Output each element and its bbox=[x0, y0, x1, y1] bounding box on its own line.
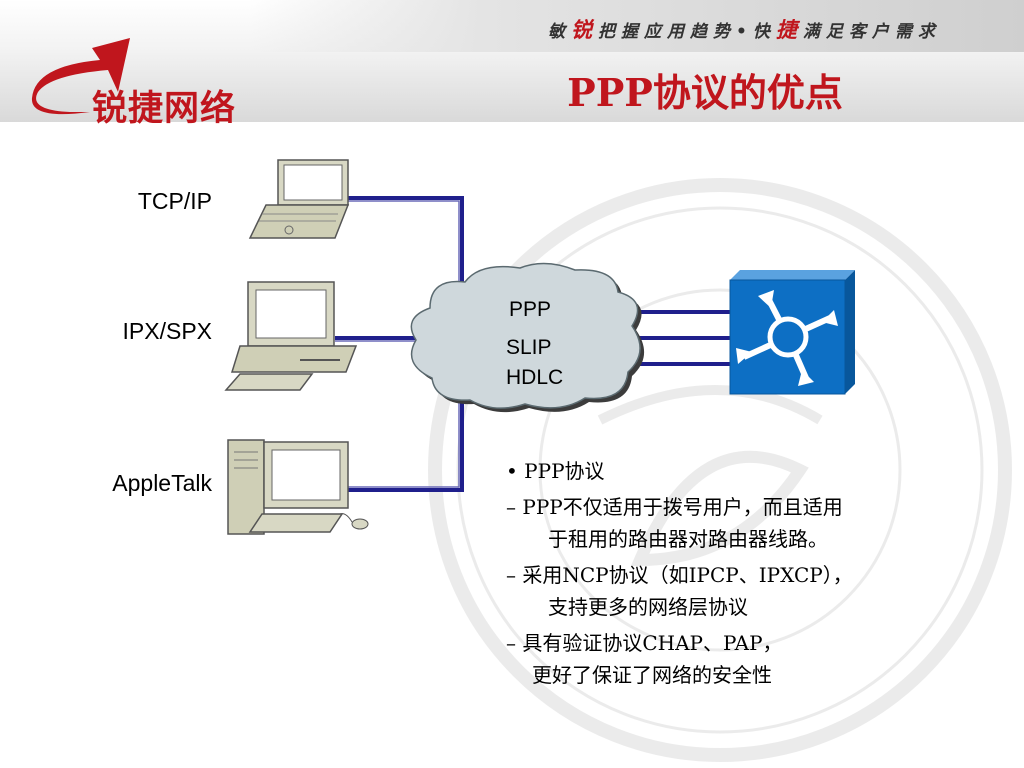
bullet-list: • PPP协议 – PPP不仅适用于拨号用户，而且适用 于租用的路由器对路由器线… bbox=[506, 455, 996, 691]
header-stripe bbox=[250, 0, 1024, 52]
layer3-switch-icon bbox=[729, 270, 855, 395]
logo-text: 锐捷网络 bbox=[92, 89, 237, 129]
bullet-item3-line2: 更好了保证了网络的安全性 bbox=[532, 663, 772, 687]
page-title: PPP协议的优点 bbox=[567, 70, 843, 115]
label-appletalk: AppleTalk bbox=[112, 470, 212, 496]
tower-computer-icon bbox=[227, 439, 369, 535]
bullet-item2-line2: 支持更多的网络层协议 bbox=[548, 595, 748, 619]
slogan-text-2: 把握应用趋势•快 bbox=[598, 22, 776, 42]
cloud-label-ppp: PPP bbox=[509, 298, 552, 321]
slogan: 敏锐把握应用趋势•快捷满足客户需求 bbox=[548, 14, 941, 44]
bullet-item2-line1: – 采用NCP协议（如IPCP、IPXCP）， bbox=[506, 563, 853, 587]
header-bar bbox=[0, 0, 1024, 122]
label-ipxspx: IPX/SPX bbox=[122, 318, 212, 344]
cloud-label-hdlc: HDLC bbox=[506, 366, 564, 389]
bullet-main: • PPP协议 bbox=[506, 459, 605, 483]
bullet-item1-line2: 于租用的路由器对路由器线路。 bbox=[548, 527, 828, 551]
slogan-text-3: 满足客户需求 bbox=[802, 22, 941, 42]
slogan-text-1: 敏 bbox=[548, 22, 571, 42]
slogan-red-2: 捷 bbox=[775, 18, 803, 42]
watermark-seal bbox=[428, 178, 1012, 762]
slogan-red-1: 锐 bbox=[571, 18, 598, 42]
cloud-label-slip: SLIP bbox=[506, 336, 552, 359]
cloud-icon bbox=[410, 262, 645, 413]
laptop-icon bbox=[248, 159, 350, 239]
desktop-computer-icon bbox=[224, 281, 358, 391]
connection-lines bbox=[335, 196, 730, 492]
bullet-item1-line1: – PPP不仅适用于拨号用户，而且适用 bbox=[506, 495, 843, 519]
label-tcpip: TCP/IP bbox=[137, 188, 212, 214]
bullet-item3-line1: – 具有验证协议CHAP、PAP， bbox=[506, 631, 783, 655]
logo-swoosh-icon bbox=[31, 38, 130, 115]
